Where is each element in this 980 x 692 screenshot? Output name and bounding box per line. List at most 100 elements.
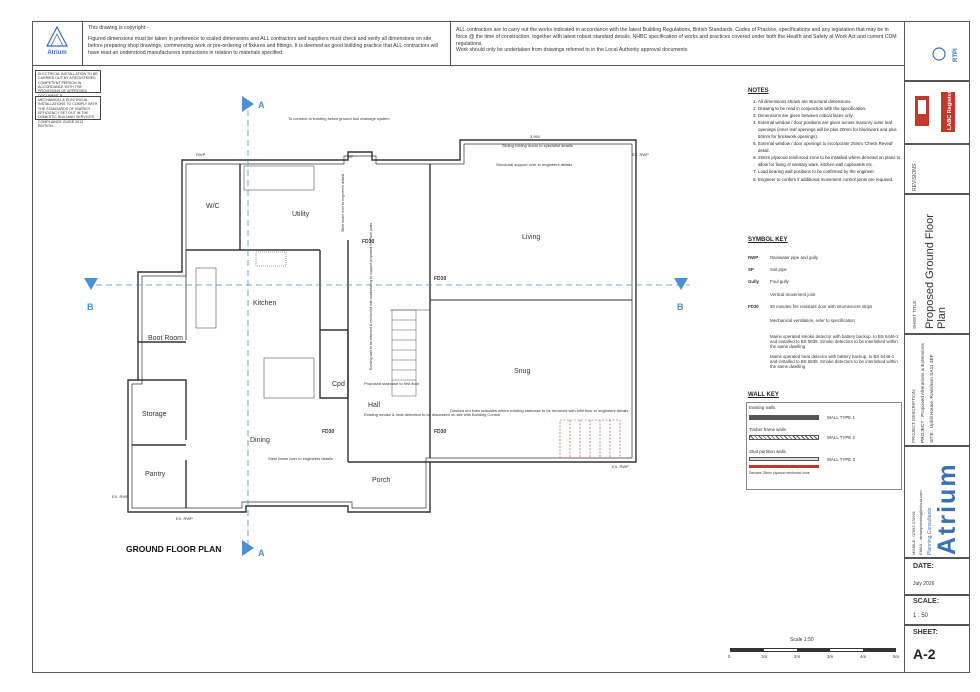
wall-key-note: Denotes 25mm plywood reinforced zone [749,471,810,475]
section-lines [96,110,690,548]
structural-note: Structural support over to engineers det… [496,162,572,167]
notes-title: NOTES [748,88,769,94]
symbol-code: Gully [748,279,759,284]
wall-key-box: Existing walls WALL TYPE 1 Timber frame … [746,402,902,490]
scale-value: 1 : 50 [913,613,929,619]
mechanical-note: MECHANICAL & ELECTRICAL INSTALLATIONS TO… [35,96,101,128]
revisions-label: REVISIONS : [912,160,918,191]
room-cpd: Cpd [332,381,345,388]
smoke-note: Existing smoke & heat detection to be di… [364,412,500,417]
room-utility: Utility [292,211,310,218]
section-markers [84,96,688,556]
header-logo: Atrium [36,24,78,62]
sheet-box: SHEET: A-2 [904,625,970,673]
section-a-bottom-icon [242,540,254,556]
rtpi-label: RTPI [953,48,959,62]
company-box: MOBILE : 07993 270961 EMAIL : atriumplan… [904,446,970,558]
floor-plan: A A B B W/C Utility Kitchen Boot Room St… [84,96,690,558]
symbol-text: Mains operated smoke detector with batte… [770,334,899,349]
ex-rwp-label-4: EX. RWP [176,516,193,521]
note-item: Dimensions are given between critical fa… [758,112,906,119]
header-divider [82,21,83,65]
fd30-label-2: FD30 [434,276,446,282]
walls [127,139,637,513]
steel-beam-note: Steel beam over to engineers details [341,173,345,232]
sheet-title: Proposed Ground Floor Plan [924,214,948,329]
room-wc: W/C [206,203,220,210]
wall-key-type-1: WALL TYPE 1 [827,415,855,420]
plan-title: GROUND FLOOR PLAN [126,544,221,554]
room-snug: Snug [514,368,530,375]
rtpi-logo-icon: RTPI [932,47,959,62]
scale-tick: 5m [893,654,900,659]
wall-key-name-1: Existing walls [749,405,776,410]
symbol-text: Mains operated heat detector with batter… [770,354,898,369]
scale-tick: 2m [794,654,801,659]
dimension-label: 3,950 [530,134,541,139]
wall-key-title: WALL KEY [748,392,779,398]
date-label: DATE: [913,563,934,570]
section-a-top-label: A [258,100,265,110]
copyright-title: This drawing is copyright:- [88,25,149,31]
inner-wall [131,143,633,509]
fd30-label-4: FD30 [434,429,446,435]
symbol-text: Rainwater pipe and gully [770,255,819,260]
wall-key-name-3: Stud partition walls [749,449,786,454]
labc-label: LABC Registered [947,85,953,130]
dashed-red-note: Dashed red lines indicates where existin… [450,408,628,413]
logo-text: Atrium [47,50,66,56]
room-porch: Porch [372,477,390,484]
note-item: External window / door positions are giv… [758,119,906,140]
wall-type-2-swatch [749,435,819,440]
project-desc-label: PROJECT DESCRIPTION: [911,388,916,443]
room-pantry: Pantry [145,471,166,478]
date-box: DATE: July 2026 [904,558,970,595]
local-authority-text: Work should only be undertaken from draw… [456,47,688,53]
ex-rwp-label-2: EX. RWP [612,464,629,469]
symbol-code: SP [748,267,754,272]
sheet-label: SHEET: [913,629,938,636]
note-item: All dimensions shown are structural dime… [758,98,906,105]
existing-wall-note: Existing wall to be retained & reinforce… [369,223,373,370]
room-kitchen: Kitchen [253,300,276,307]
scale-bar-title: Scale 1:50 [790,637,814,643]
labc-logo-icon: LABC Registered [915,85,955,132]
ex-rwp-label-1: EX. RWP [632,152,649,157]
sheet-value: A-2 [913,646,936,662]
labc-box: LABC Registered [904,81,970,144]
symbol-text: Mechanical ventilation, refer to specifi… [770,318,855,323]
staircase [391,309,417,397]
section-b-right-icon [674,278,688,290]
atrium-logo-icon: Atrium [46,25,68,56]
scale-tick: 1m [761,654,768,659]
note-item: 25mm plywood reinforced zone to be insta… [758,154,906,168]
room-labels: W/C Utility Kitchen Boot Room Storage Pa… [142,203,540,484]
symbol-text: 30 minutes fire resistant door with intu… [770,304,873,309]
copyright-body: Figured dimensions must be taken in pref… [88,36,438,57]
section-b-left-label: B [87,302,94,312]
company-mobile: MOBILE : 07993 270961 [911,510,916,555]
revisions-box: REVISIONS : [904,144,970,194]
stair-removal-lines [559,419,621,459]
project-text: PROJECT : Proposed Alterations & Extensi… [921,343,926,443]
company-email: EMAIL : atriumplanning@icloud.com [918,490,923,555]
annotations: To connect to existing below ground foul… [112,116,649,521]
scale-tick: 0 [728,654,731,659]
room-dining: Dining [250,437,270,444]
contractors-text: ALL contractors are to carry out the wor… [456,27,897,48]
section-b-left-icon [84,278,98,290]
section-b-right-label: B [677,302,684,312]
wall-key-type-2: WALL TYPE 2 [827,435,855,440]
header-divider-2 [450,21,451,65]
scale-tick: 4m [860,654,867,659]
room-living: Living [522,234,540,241]
wall-type-1-swatch [749,415,819,420]
stairs-note: Proposed staircase to first floor [364,381,420,386]
outer-wall [127,139,637,513]
rtpi-box: RTPI [904,21,970,81]
notes-list: All dimensions shown are structural dime… [748,98,906,183]
scale-tick: 3m [827,654,834,659]
drainage-note: To connect to existing below ground foul… [288,116,390,121]
room-storage: Storage [142,411,167,418]
